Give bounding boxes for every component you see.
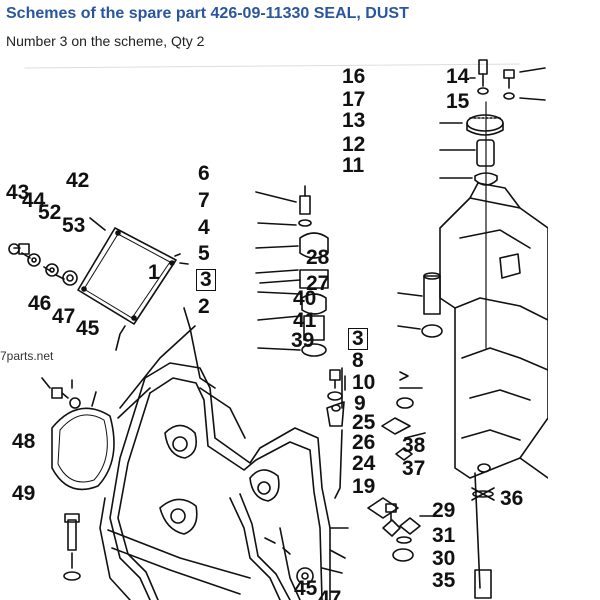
- callout-12[interactable]: 12: [342, 133, 366, 156]
- callout-38[interactable]: 38: [402, 434, 426, 457]
- main-housing: [439, 182, 548, 589]
- callout-6[interactable]: 6: [198, 162, 210, 185]
- callout-42[interactable]: 42: [66, 169, 90, 192]
- callout-14[interactable]: 14: [446, 65, 470, 88]
- callout-49[interactable]: 49: [12, 482, 36, 505]
- callout-27[interactable]: 27: [306, 272, 330, 295]
- callout-26[interactable]: 26: [352, 431, 376, 454]
- callout-19[interactable]: 19: [352, 475, 376, 498]
- right-bushings: [367, 272, 495, 599]
- left-cover-plate: [8, 217, 189, 325]
- callout-41[interactable]: 41: [293, 309, 317, 332]
- top-right-bolts: [439, 59, 546, 349]
- page-header: Schemes of the spare part 426-09-11330 S…: [0, 0, 600, 58]
- callout-47[interactable]: 47: [52, 305, 76, 328]
- callout-10[interactable]: 10: [352, 371, 376, 394]
- part-position-info: Number 3 on the scheme, Qty 2: [6, 33, 205, 49]
- site-watermark: 7parts.net: [0, 349, 54, 363]
- callout-3-highlighted[interactable]: 3: [196, 269, 216, 291]
- callout-35[interactable]: 35: [432, 569, 456, 592]
- callout-1[interactable]: 1: [148, 261, 160, 284]
- callout-39[interactable]: 39: [291, 329, 315, 352]
- scan-noise-line: [24, 63, 521, 69]
- callout-24[interactable]: 24: [352, 452, 376, 475]
- callout-46[interactable]: 46: [28, 292, 52, 315]
- callout-28[interactable]: 28: [306, 246, 330, 269]
- left-small-cover: [41, 377, 115, 581]
- callout-45-bottom[interactable]: 45: [294, 577, 318, 600]
- boom-frame: [99, 307, 349, 600]
- callout-4[interactable]: 4: [198, 216, 210, 239]
- page-title: Schemes of the spare part 426-09-11330 S…: [6, 5, 409, 22]
- callout-5[interactable]: 5: [198, 242, 210, 265]
- scheme-drawing: [8, 59, 548, 600]
- callout-8[interactable]: 8: [352, 349, 364, 372]
- callout-9[interactable]: 9: [354, 392, 366, 415]
- callout-36[interactable]: 36: [500, 487, 524, 510]
- callout-7[interactable]: 7: [198, 189, 210, 212]
- callout-29[interactable]: 29: [432, 499, 456, 522]
- callout-16[interactable]: 16: [342, 65, 366, 88]
- callout-44[interactable]: 44: [22, 189, 46, 212]
- callout-11[interactable]: 11: [342, 154, 365, 177]
- callout-53[interactable]: 53: [62, 214, 86, 237]
- callout-13[interactable]: 13: [342, 109, 366, 132]
- middle-small-parts: [382, 371, 412, 544]
- callout-48[interactable]: 48: [12, 430, 36, 453]
- callout-17[interactable]: 17: [342, 88, 366, 111]
- callout-47-bottom[interactable]: 47: [318, 587, 342, 600]
- callout-52[interactable]: 52: [38, 201, 62, 224]
- callout-40[interactable]: 40: [293, 287, 317, 310]
- parts-scheme-diagram: 7parts.net 16 17 13 12 11 14 15 6 7 4 5 …: [0, 58, 548, 600]
- center-parts: [255, 185, 346, 499]
- callout-43[interactable]: 43: [6, 181, 30, 204]
- callout-15[interactable]: 15: [446, 90, 470, 113]
- callout-45[interactable]: 45: [76, 317, 100, 340]
- callout-2[interactable]: 2: [198, 295, 210, 318]
- callout-30[interactable]: 30: [432, 547, 456, 570]
- callout-25[interactable]: 25: [352, 411, 376, 434]
- callout-37[interactable]: 37: [402, 457, 426, 480]
- callout-3b-highlighted[interactable]: 3: [348, 328, 368, 350]
- callout-31[interactable]: 31: [432, 524, 456, 547]
